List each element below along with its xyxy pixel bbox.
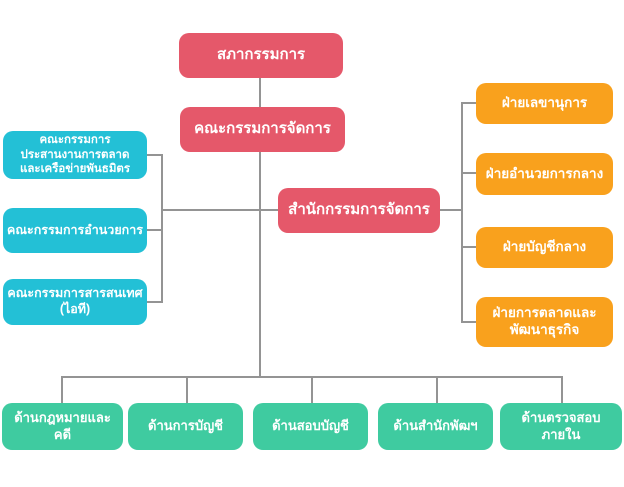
connector-stub-it-committee (147, 301, 162, 303)
connector-left-bracket-vertical (161, 154, 163, 303)
connector-stub-central-admin-dept (461, 172, 476, 174)
connector-management-committee-main-vertical (259, 152, 261, 378)
connector-stub-audit-division (311, 376, 313, 404)
node-secretariat-dept: ฝ่ายเลขานุการ (476, 83, 613, 124)
connector-stub-marketing-business-dev-dept (461, 321, 476, 323)
connector-board-to-management-committee (259, 78, 261, 107)
node-management-office: สำนักกรรมการจัดการ (278, 188, 440, 233)
connector-left-bracket-to-management-office (162, 209, 278, 211)
node-marketing-business-dev-dept: ฝ่ายการตลาดและ พัฒนาธุรกิจ (476, 297, 613, 347)
node-it-committee: คณะกรรมการสารสนเทศ (ไอที) (3, 279, 147, 325)
node-central-accounting-dept: ฝ่ายบัญชีกลาง (476, 227, 613, 268)
node-management-committee: คณะกรรมการจัดการ (180, 107, 345, 152)
node-legal-division: ด้านกฎหมายและคดี (2, 403, 123, 450)
node-internal-audit-division: ด้านตรวจสอบภายใน (500, 403, 622, 450)
connector-stub-steering-committee (147, 229, 162, 231)
node-steering-committee: คณะกรรมการอำนวยการ (3, 208, 147, 253)
node-board: สภากรรมการ (179, 33, 343, 78)
connector-stub-internal-audit-division (561, 376, 563, 404)
node-accounting-division: ด้านการบัญชี (128, 403, 243, 450)
connector-stub-secretariat-dept (461, 102, 476, 104)
connector-stub-central-accounting-dept (461, 246, 476, 248)
node-central-admin-dept: ฝ่ายอำนวยการกลาง (476, 153, 613, 195)
node-audit-division: ด้านสอบบัญชี (253, 403, 368, 450)
connector-stub-accounting-division (186, 376, 188, 404)
connector-stub-development-office-division (436, 376, 438, 404)
node-development-office-division: ด้านสำนักพัฒฯ (378, 403, 493, 450)
connector-management-office-to-right-bracket (440, 209, 463, 211)
connector-stub-legal-division (61, 376, 63, 404)
node-marketing-coordination-committee: คณะกรรมการ ประสานงานการตลาด และเครือข่าย… (3, 131, 147, 179)
connector-right-bracket-vertical (461, 102, 463, 323)
connector-stub-marketing-coordination-committee (147, 154, 162, 156)
